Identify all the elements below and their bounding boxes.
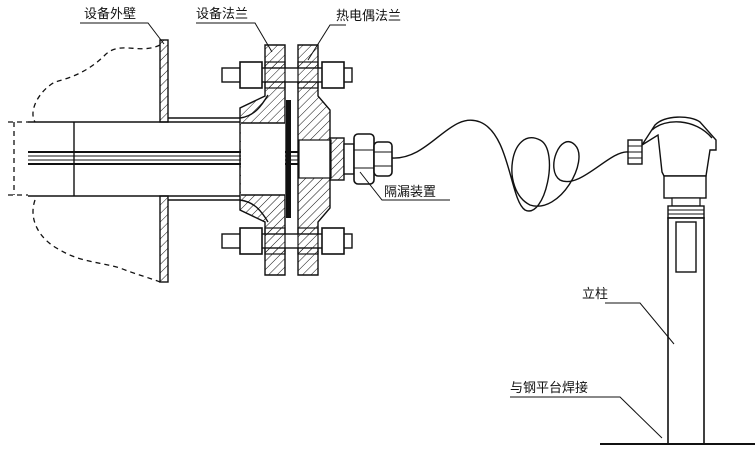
- thermocouple-flange: [297, 44, 332, 276]
- vessel-wall: [159, 39, 169, 283]
- label-vessel-flange: 设备法兰: [196, 6, 248, 22]
- vessel-flange: [239, 44, 286, 276]
- label-column: 立柱: [582, 287, 608, 302]
- label-weld-to-platform: 与钢平台焊接: [510, 380, 588, 396]
- gasket: [286, 100, 291, 218]
- lower-bolt: [221, 227, 353, 255]
- nozzle-pipe: [28, 94, 269, 223]
- isolation-device: [329, 133, 393, 185]
- flexible-cable: [391, 119, 629, 212]
- support-column: [600, 217, 755, 445]
- label-isolation-device: 隔漏装置: [384, 184, 436, 200]
- leader-lines: [80, 22, 675, 439]
- junction-head: [627, 116, 717, 219]
- label-vessel-wall: 设备外壁: [84, 6, 136, 22]
- sensor-envelope: [8, 121, 28, 196]
- label-thermocouple-flange: 热电偶法兰: [336, 9, 401, 24]
- upper-bolt: [221, 61, 353, 89]
- vessel-outline: [32, 44, 161, 283]
